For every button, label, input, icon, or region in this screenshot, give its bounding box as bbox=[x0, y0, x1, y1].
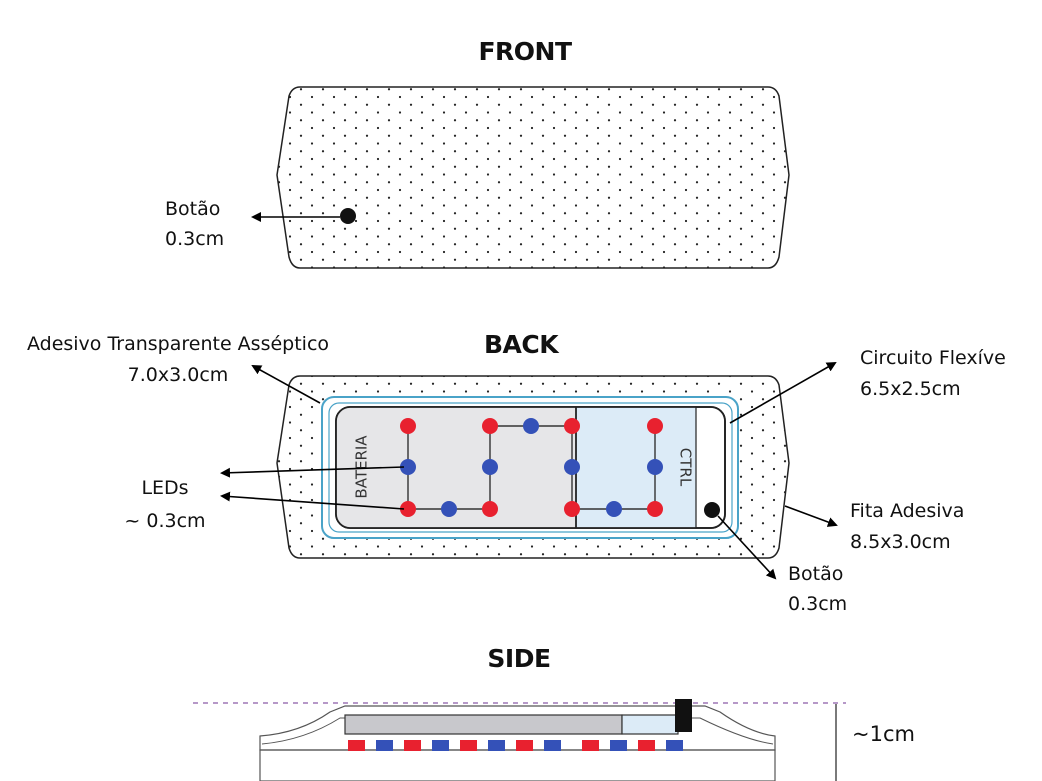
led-red bbox=[647, 418, 663, 434]
side-led-blue bbox=[666, 740, 683, 751]
side-cover-outer bbox=[259, 705, 776, 751]
leds-arrow-upper bbox=[220, 466, 405, 478]
front-patch-outline bbox=[276, 86, 790, 269]
front-button bbox=[340, 208, 356, 224]
side-led-red bbox=[460, 740, 477, 751]
side-title: SIDE bbox=[487, 644, 550, 673]
side-led-blue bbox=[376, 740, 393, 751]
led-blue bbox=[441, 501, 457, 517]
led-blue bbox=[482, 459, 498, 475]
back-button-label-line2: 0.3cm bbox=[788, 593, 847, 615]
led-red bbox=[647, 501, 663, 517]
side-cover-inner bbox=[261, 717, 774, 745]
side-led-strip bbox=[348, 740, 683, 751]
front-title: FRONT bbox=[478, 37, 572, 66]
back-adhesive-inner bbox=[328, 402, 733, 533]
led-red bbox=[482, 501, 498, 517]
battery-label: BATERIA bbox=[353, 435, 371, 499]
adhesive-label-line1: Adesivo Transparente Asséptico bbox=[27, 333, 329, 355]
ctrl-label: CTRL bbox=[677, 448, 695, 487]
adhesive-label-line2: 7.0x3.0cm bbox=[128, 364, 229, 386]
back-title: BACK bbox=[484, 330, 560, 359]
adhesive-arrow bbox=[251, 365, 321, 404]
led-red bbox=[482, 418, 498, 434]
circuit-label-line2: 6.5x2.5cm bbox=[860, 378, 961, 400]
back-button-arrow bbox=[717, 515, 777, 580]
back-circuit-area bbox=[576, 407, 696, 528]
led-red bbox=[400, 418, 416, 434]
circuit-label-line1: Circuito Flexíve bbox=[860, 347, 1006, 369]
side-battery bbox=[344, 714, 623, 735]
circuit-arrow bbox=[729, 362, 837, 424]
led-blue bbox=[606, 501, 622, 517]
led-blue bbox=[523, 418, 539, 434]
tape-label-line1: Fita Adesiva bbox=[850, 500, 964, 522]
side-button bbox=[675, 699, 692, 732]
side-thickness-label: ~1cm bbox=[852, 722, 915, 746]
led-blue bbox=[400, 459, 416, 475]
side-base bbox=[259, 749, 776, 781]
leds-label-line2: ~ 0.3cm bbox=[124, 510, 205, 532]
led-blue bbox=[647, 459, 663, 475]
side-led-red bbox=[582, 740, 599, 751]
side-led-blue bbox=[488, 740, 505, 751]
back-button bbox=[704, 502, 720, 518]
front-button-label-line2: 0.3cm bbox=[165, 228, 224, 250]
leds-label-line1: LEDs bbox=[141, 477, 188, 499]
tape-arrow bbox=[784, 505, 838, 527]
led-blue bbox=[564, 459, 580, 475]
led-red bbox=[564, 501, 580, 517]
side-led-blue bbox=[544, 740, 561, 751]
side-led-blue bbox=[432, 740, 449, 751]
back-button-label-line1: Botão bbox=[788, 563, 843, 585]
back-circuit-board-border bbox=[335, 406, 726, 529]
side-led-red bbox=[404, 740, 421, 751]
side-led-blue bbox=[610, 740, 627, 751]
led-red bbox=[564, 418, 580, 434]
back-battery-area bbox=[336, 407, 576, 528]
side-led-red bbox=[348, 740, 365, 751]
side-led-red bbox=[516, 740, 533, 751]
led-red bbox=[400, 501, 416, 517]
side-led-red bbox=[638, 740, 655, 751]
leds-arrow-lower bbox=[220, 491, 405, 510]
side-circuit bbox=[621, 714, 679, 735]
led-array bbox=[400, 418, 663, 517]
tape-label-line2: 8.5x3.0cm bbox=[850, 531, 951, 553]
front-button-label-line1: Botão bbox=[165, 198, 220, 220]
